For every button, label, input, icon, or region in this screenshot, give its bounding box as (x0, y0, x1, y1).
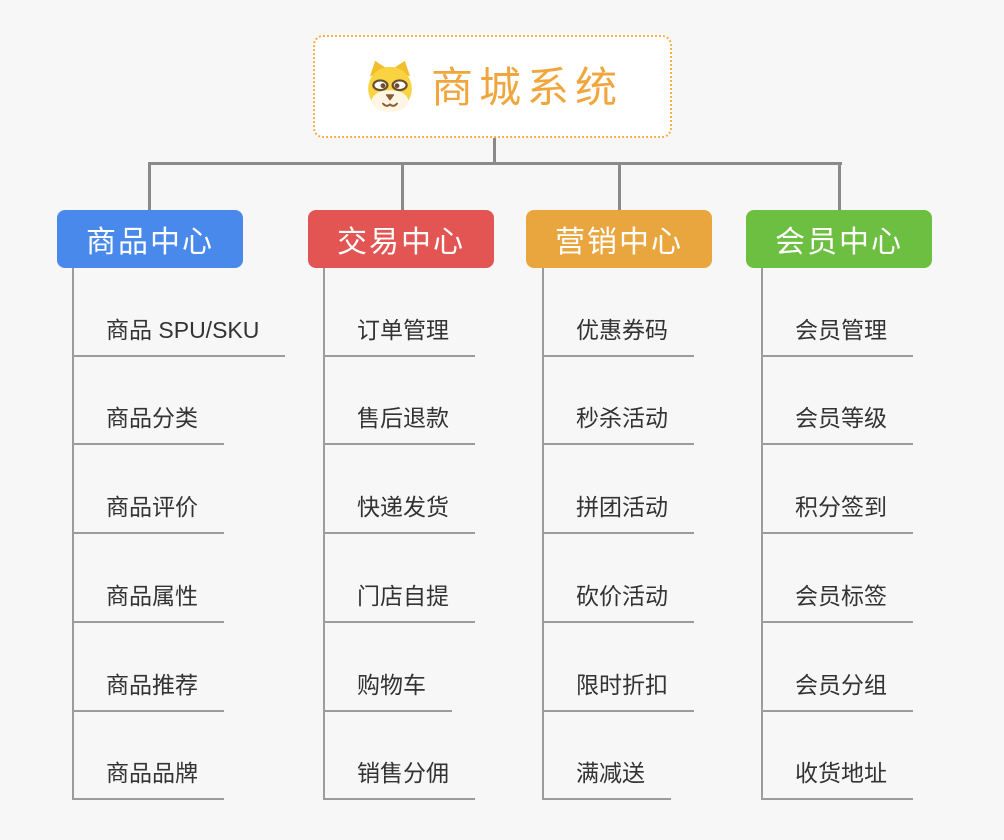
leaf-node[interactable]: 满减送 (542, 756, 671, 800)
leaf-node[interactable]: 收货地址 (761, 756, 913, 800)
leaf-node[interactable]: 商品推荐 (72, 668, 224, 712)
leaf-node[interactable]: 优惠券码 (542, 313, 694, 357)
leaf-node[interactable]: 拼团活动 (542, 490, 694, 534)
connector-drop-branch-2 (401, 162, 404, 211)
connector-bus (148, 162, 842, 165)
leaf-node[interactable]: 商品 SPU/SKU (72, 313, 286, 357)
leaf-node[interactable]: 商品评价 (72, 490, 224, 534)
leaf-node[interactable]: 秒杀活动 (542, 401, 694, 445)
connector-root-drop (493, 136, 496, 165)
leaf-node[interactable]: 会员等级 (761, 401, 913, 445)
leaf-node[interactable]: 会员分组 (761, 668, 913, 712)
branch-node-member-center[interactable]: 会员中心 (746, 210, 932, 268)
leaf-node[interactable]: 积分签到 (761, 490, 913, 534)
leaf-node[interactable]: 商品品牌 (72, 756, 224, 800)
branch-node-label: 会员中心 (775, 226, 903, 259)
branch-node-product-center[interactable]: 商品中心 (57, 210, 243, 268)
leaf-node[interactable]: 快递发货 (323, 490, 475, 534)
branch-node-label: 交易中心 (337, 226, 465, 259)
leaf-node[interactable]: 会员管理 (761, 313, 913, 357)
leaf-node[interactable]: 订单管理 (323, 313, 475, 357)
leaf-node[interactable]: 购物车 (323, 668, 452, 712)
leaf-node[interactable]: 砍价活动 (542, 579, 694, 623)
root-node-mall-system[interactable]: 商城系统 (313, 35, 672, 138)
leaf-node[interactable]: 商品属性 (72, 579, 224, 623)
leaf-node[interactable]: 会员标签 (761, 579, 913, 623)
connector-drop-branch-4 (838, 162, 841, 211)
branch-node-marketing-center[interactable]: 营销中心 (526, 210, 712, 268)
leaf-node[interactable]: 售后退款 (323, 401, 475, 445)
root-node-label: 商城系统 (430, 63, 623, 111)
leaf-node[interactable]: 销售分佣 (323, 756, 475, 800)
connector-drop-branch-3 (618, 162, 621, 211)
branch-node-trade-center[interactable]: 交易中心 (308, 210, 494, 268)
leaf-node[interactable]: 限时折扣 (542, 668, 694, 712)
connector-drop-branch-1 (148, 162, 151, 211)
branch-node-label: 商品中心 (86, 226, 214, 259)
branch-node-label: 营销中心 (555, 226, 683, 259)
leaf-node[interactable]: 门店自提 (323, 579, 475, 623)
dog-face-icon (368, 60, 412, 112)
leaf-node[interactable]: 商品分类 (72, 401, 224, 445)
